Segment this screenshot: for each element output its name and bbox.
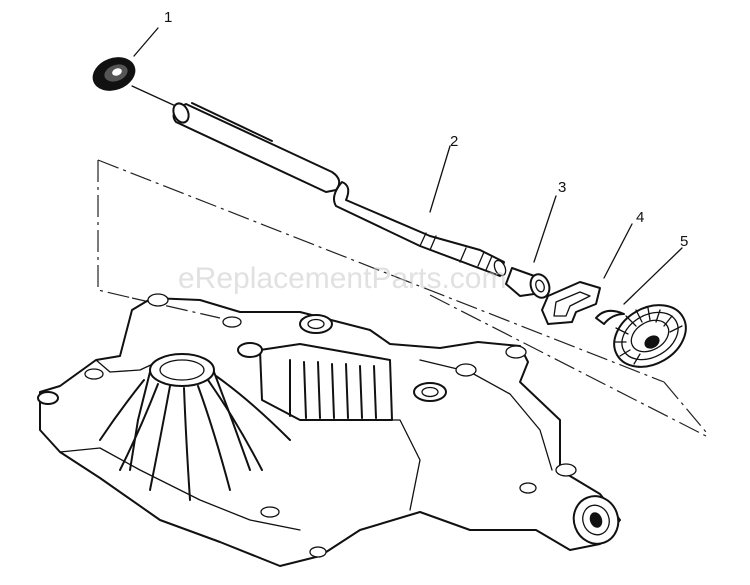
transaxle-housing [37, 293, 621, 567]
callout-2: 2 [450, 133, 458, 150]
callout-3: 3 [558, 179, 566, 196]
exploded-view-boundary [97, 159, 707, 437]
part-1-oil-seal [92, 57, 136, 91]
watermark: eReplacementParts.com [178, 262, 506, 295]
callout-5: 5 [680, 233, 688, 250]
callout-leaders [133, 27, 683, 305]
assembly-axis-line [131, 85, 181, 109]
part-3-bushing [505, 267, 551, 299]
part-2-shaft [172, 102, 507, 277]
part-5-bevel-gear [595, 304, 687, 368]
callout-1: 1 [164, 9, 172, 26]
callout-4: 4 [636, 209, 644, 226]
part-4-thrust-washer [541, 281, 601, 325]
